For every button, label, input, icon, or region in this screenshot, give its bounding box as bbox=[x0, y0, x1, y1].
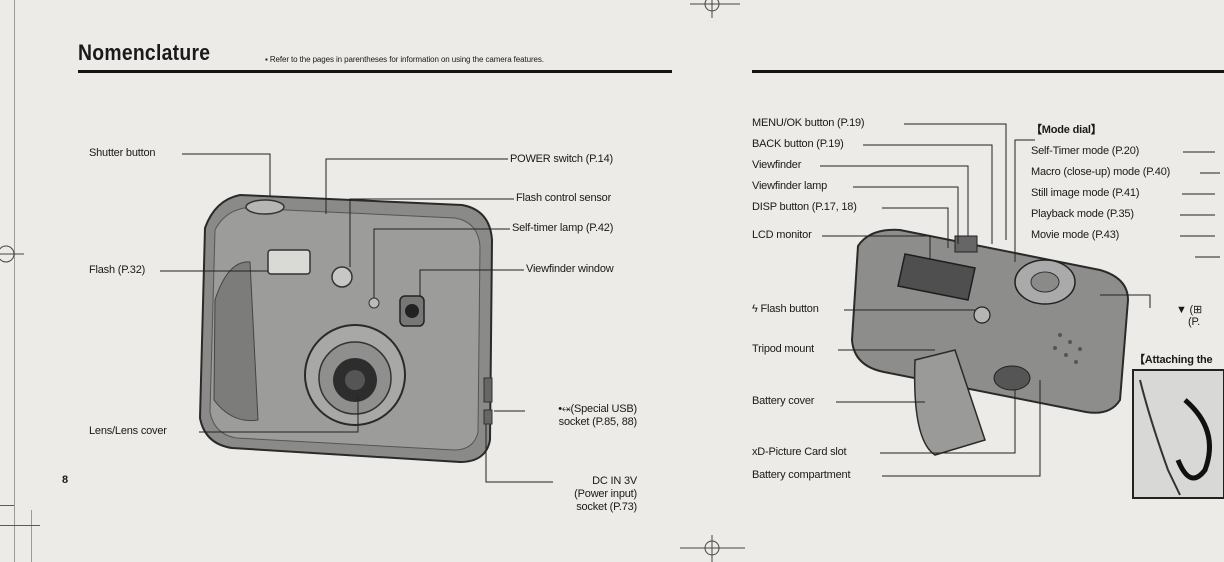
mode-dial-item: Still image mode (P.41) bbox=[1031, 187, 1140, 199]
label-down-button-line2: (P. bbox=[1188, 316, 1201, 328]
label-disp-button: DISP button (P.17, 18) bbox=[752, 201, 857, 213]
label-down-button-line1: ▼ (⊞ bbox=[1176, 304, 1203, 316]
label-dc-in-line3: socket (P.73) bbox=[576, 501, 637, 513]
mode-dial-bracket bbox=[1014, 139, 1035, 262]
label-viewfinder-window: Viewfinder window bbox=[526, 263, 614, 275]
leader-lines-back bbox=[820, 123, 1220, 477]
label-usb-socket-line1: •⬾(Special USB) bbox=[558, 403, 637, 415]
label-lens-cover: Lens/Lens cover bbox=[89, 425, 167, 437]
label-back-button: BACK button (P.19) bbox=[752, 138, 844, 150]
label-battery-compartment: Battery compartment bbox=[752, 469, 851, 481]
mode-dial-item: Self-Timer mode (P.20) bbox=[1031, 145, 1140, 157]
label-flash: Flash (P.32) bbox=[89, 264, 146, 276]
label-lcd-monitor: LCD monitor bbox=[752, 229, 812, 241]
label-tripod-mount: Tripod mount bbox=[752, 343, 814, 355]
page-title: Nomenclature bbox=[78, 40, 211, 65]
leader-lines-front bbox=[160, 153, 553, 483]
camera-front-body bbox=[198, 193, 494, 464]
page-edge-left-inner bbox=[31, 510, 32, 562]
camera-back-body bbox=[850, 228, 1130, 456]
mode-dial-item: Movie mode (P.43) bbox=[1031, 229, 1120, 241]
page-number: 8 bbox=[62, 474, 69, 486]
mode-dial-item: Playback mode (P.35) bbox=[1031, 208, 1134, 220]
label-shutter-button: Shutter button bbox=[89, 147, 156, 159]
label-self-timer-lamp: Self-timer lamp (P.42) bbox=[512, 222, 614, 234]
label-dc-in-line1: DC IN 3V bbox=[592, 475, 637, 487]
header-rule-left bbox=[78, 70, 672, 73]
label-dc-in-line2: (Power input) bbox=[574, 488, 637, 500]
label-menu-ok-button: MENU/OK button (P.19) bbox=[752, 117, 865, 129]
page-edge-left bbox=[14, 0, 15, 562]
registration-mark bbox=[0, 0, 745, 562]
attaching-strap-heading: 【Attaching the bbox=[1134, 354, 1213, 366]
label-viewfinder-lamp: Viewfinder lamp bbox=[752, 180, 828, 192]
attaching-strap-inset bbox=[1132, 369, 1224, 499]
crop-mark bbox=[0, 505, 14, 506]
mode-dial-item: Macro (close-up) mode (P.40) bbox=[1031, 166, 1171, 178]
label-flash-control-sensor: Flash control sensor bbox=[516, 192, 612, 204]
label-power-switch: POWER switch (P.14) bbox=[510, 153, 613, 165]
label-flash-button: ϟ Flash button bbox=[752, 303, 819, 315]
reference-note: ▪ Refer to the pages in parentheses for … bbox=[265, 55, 544, 64]
mode-dial-heading: 【Mode dial】 bbox=[1031, 124, 1102, 136]
label-battery-cover: Battery cover bbox=[752, 395, 815, 407]
label-usb-socket-line2: socket (P.85, 88) bbox=[558, 416, 638, 428]
label-xd-card-slot: xD-Picture Card slot bbox=[752, 446, 847, 458]
crop-mark bbox=[0, 525, 40, 526]
label-viewfinder: Viewfinder bbox=[752, 159, 802, 171]
header-rule-right bbox=[752, 70, 1224, 73]
